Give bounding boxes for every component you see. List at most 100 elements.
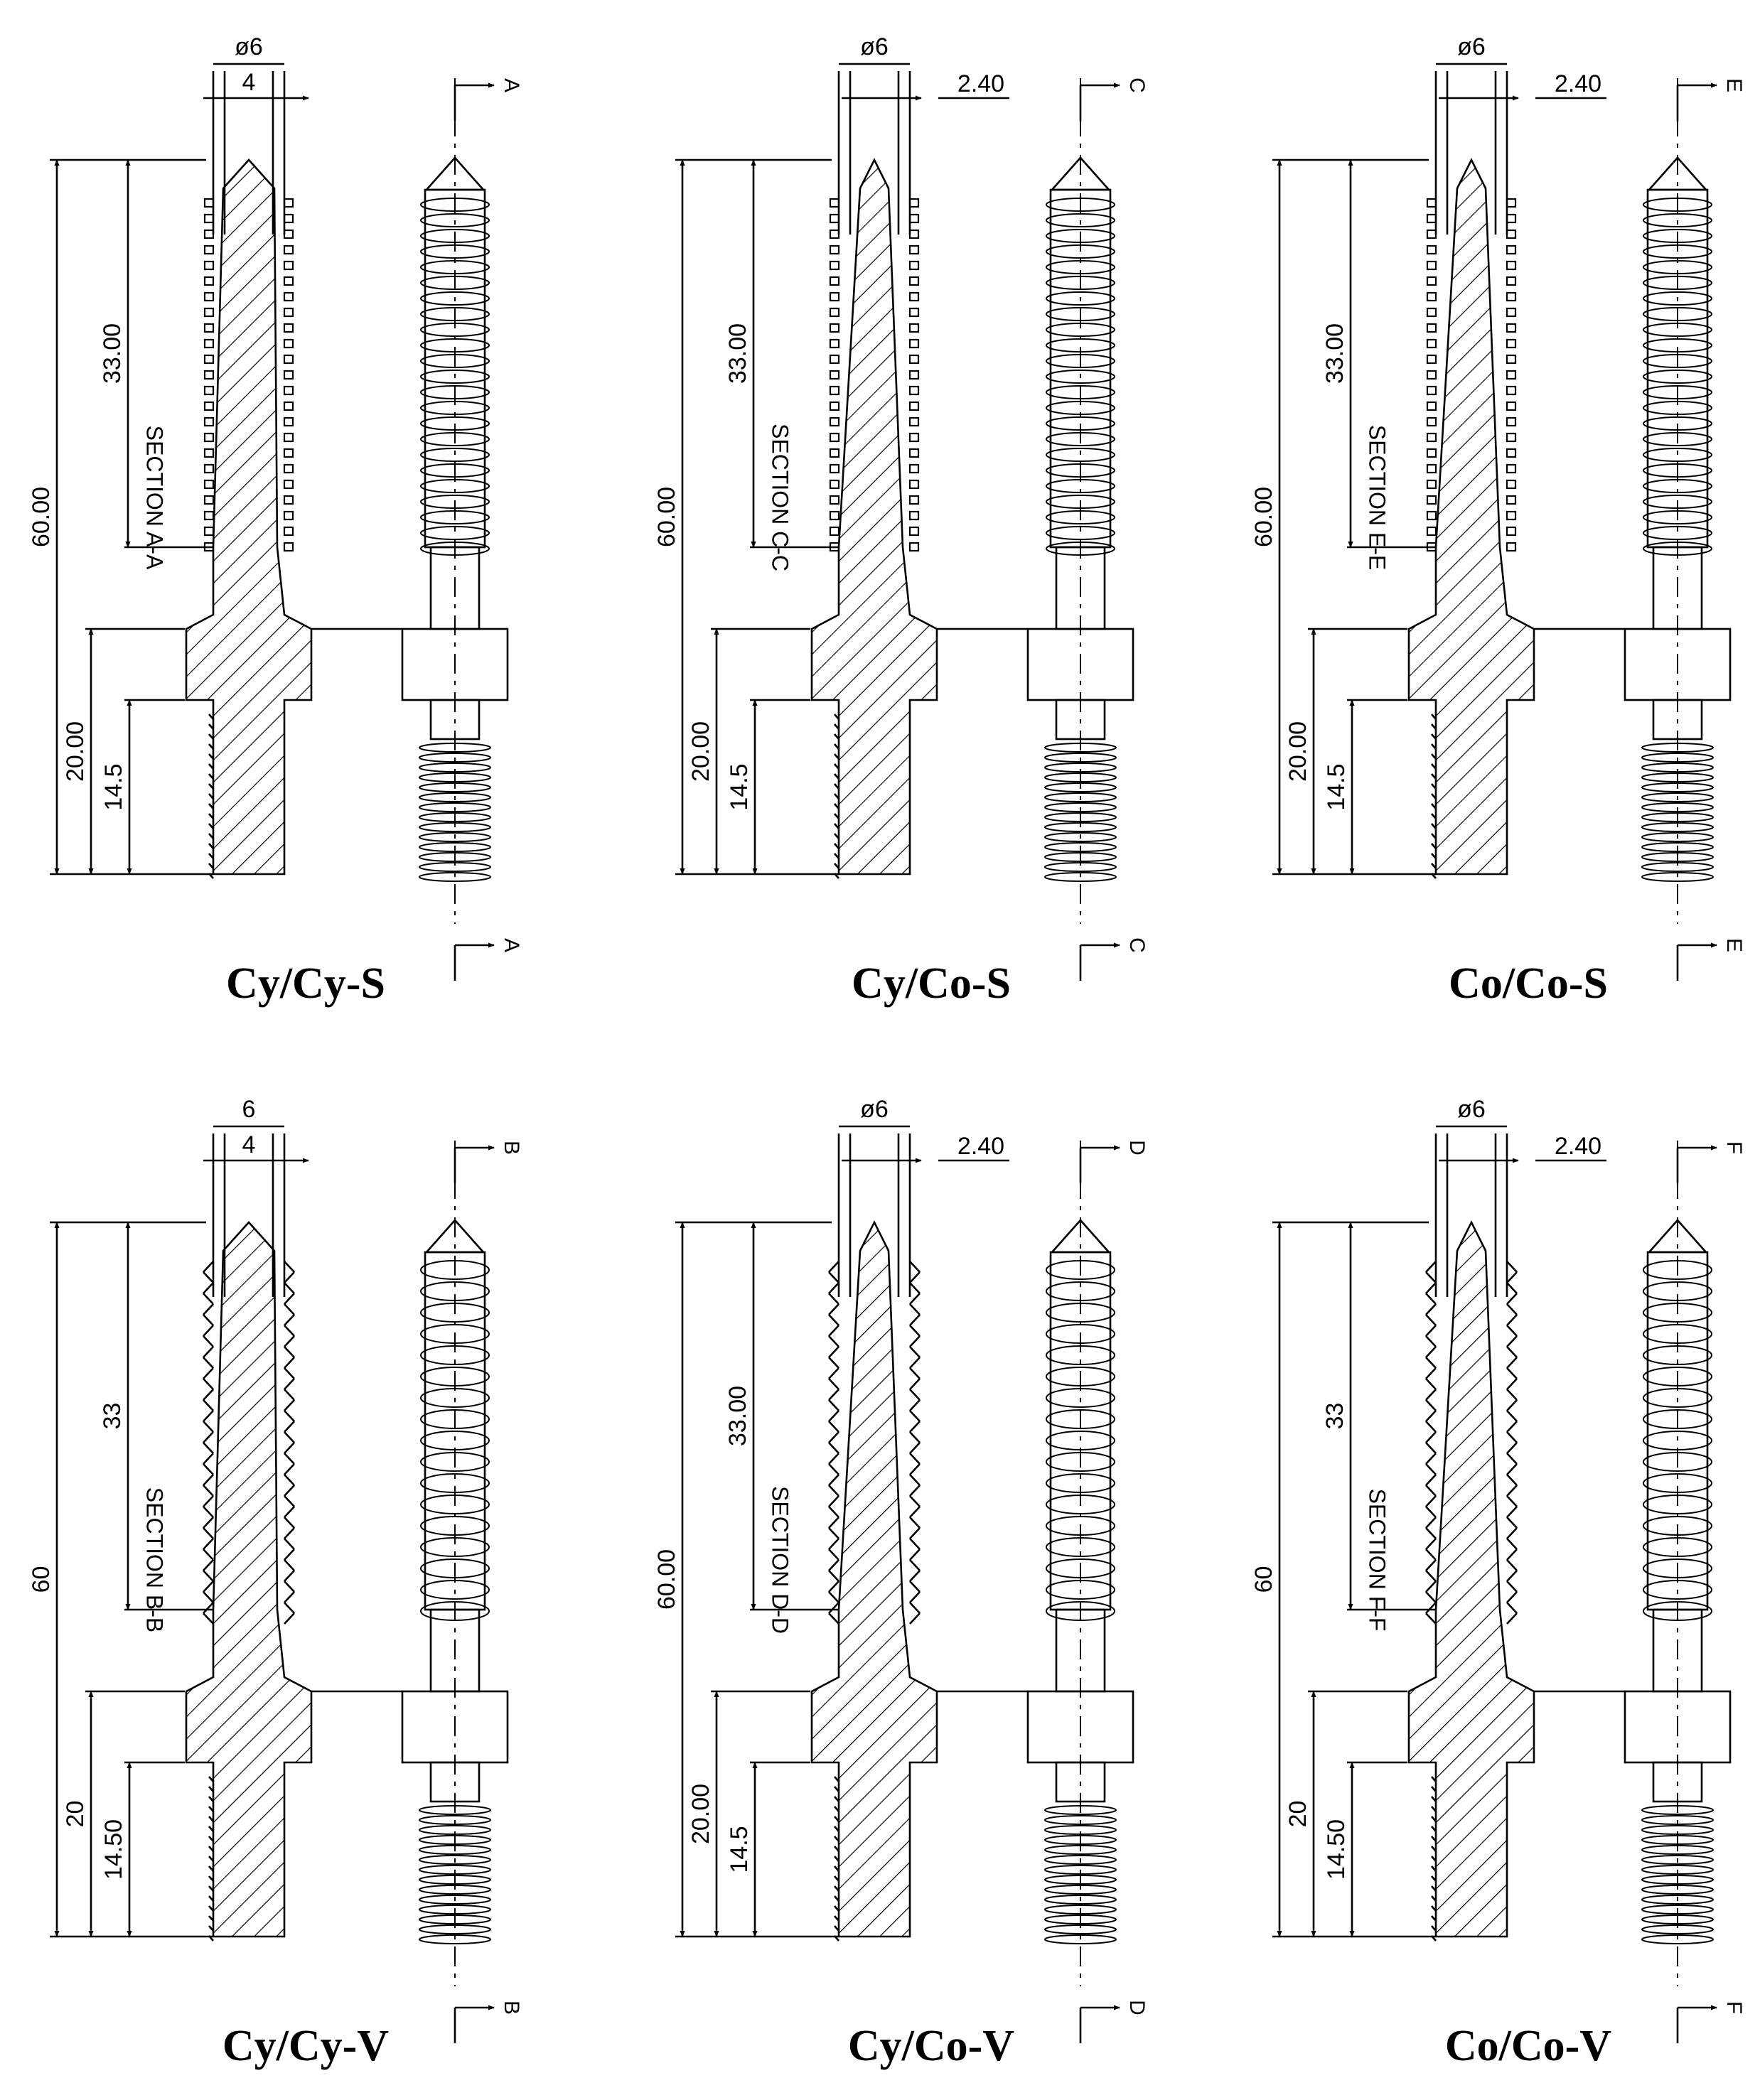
thread-tooth-right (908, 432, 920, 443)
thread-tooth-left (203, 1421, 214, 1433)
thread-tooth-right (1506, 1581, 1518, 1593)
lower-thread-mark (208, 763, 214, 770)
thread-coil (420, 1452, 490, 1472)
thread-tooth-left (203, 526, 215, 537)
thread-coil (1643, 1473, 1712, 1493)
thread-tooth-right (908, 385, 920, 396)
thread-tooth-left (203, 1495, 214, 1507)
thread-tooth-left (203, 1346, 214, 1358)
thread-tooth-left (829, 338, 840, 349)
lower-thread-mark (208, 1836, 214, 1842)
lower-thread-mark (834, 723, 839, 730)
thread-tooth-right (1506, 1399, 1518, 1411)
thread-tooth-right (284, 1612, 295, 1625)
dim-top-inner-label: 4 (242, 69, 256, 96)
thread-tooth-left (828, 1602, 839, 1614)
thread-coil (1046, 448, 1115, 462)
thread-tooth-right (284, 1335, 295, 1347)
lower-coil (419, 862, 491, 872)
lower-coil (1044, 772, 1117, 782)
lower-thread-mark (834, 1806, 839, 1812)
thread-coil (420, 542, 490, 556)
thread-tooth-left (1425, 1612, 1437, 1625)
lower-thread-mark (834, 1826, 839, 1832)
lower-thread-mark (1431, 753, 1437, 760)
thread-tooth-right (1506, 1421, 1518, 1433)
thread-tooth-right (1506, 510, 1517, 521)
external-thread-coils (1641, 198, 1714, 882)
dim-thread-length-label: 33.00 (1321, 323, 1348, 384)
thread-tooth-right (1506, 495, 1517, 505)
lower-thread-mark (208, 773, 214, 780)
thread-coil (420, 385, 490, 399)
thread-tooth-right (283, 542, 294, 552)
dim-top-outer-label: ø6 (235, 33, 263, 60)
thread-tooth-right (284, 1591, 295, 1603)
thread-coil (420, 1367, 490, 1386)
lower-coil (1044, 1825, 1117, 1835)
thread-coil (1046, 401, 1115, 415)
thread-tooth-right (283, 495, 294, 505)
thread-tooth-right (908, 260, 920, 271)
thread-tooth-right (284, 1549, 295, 1561)
section-letter-0: D (1125, 1140, 1149, 1156)
lower-coil (419, 1934, 491, 1944)
thread-coil (1046, 1345, 1115, 1365)
thread-tooth-right (284, 1378, 295, 1390)
lower-thread-mark (208, 723, 214, 730)
thread-coil (1643, 401, 1712, 415)
thread-tooth-right (284, 1410, 295, 1422)
thread-tooth-left (1426, 510, 1437, 521)
thread-coil (420, 307, 490, 321)
thread-coil (1643, 1303, 1712, 1323)
lower-thread-mark (1431, 723, 1437, 730)
thread-tooth-right (284, 1314, 295, 1326)
thread-coil (420, 370, 490, 384)
thread-tooth-right (909, 1581, 921, 1593)
thread-tooth-right (909, 1378, 921, 1390)
thread-tooth-right (283, 323, 294, 333)
lower-thread-mark (834, 773, 839, 780)
lower-thread-mark (1431, 743, 1437, 750)
thread-coil (1643, 1281, 1712, 1301)
dim-lower-inner-label: 14.5 (726, 763, 753, 810)
thread-tooth-left (828, 1314, 839, 1326)
lower-coil (1641, 1924, 1714, 1934)
thread-tooth-left (1425, 1506, 1437, 1518)
lower-coil (1044, 832, 1117, 842)
lower-thread-mark (1431, 763, 1437, 770)
thread-tooth-left (1425, 1261, 1437, 1273)
section-body (185, 1221, 313, 1938)
lower-thread-mark (1431, 783, 1437, 790)
thread-tooth-right (909, 1421, 921, 1433)
section-body (810, 1220, 938, 1938)
thread-coil (420, 1537, 490, 1557)
thread-coil (1643, 448, 1712, 462)
lower-thread-mark (1431, 1915, 1437, 1922)
lower-thread-mark (1431, 1826, 1437, 1832)
thread-tooth-left (203, 385, 215, 396)
thread-tooth-left (203, 1570, 214, 1582)
thread-tooth-left (1425, 1421, 1437, 1433)
thread-coil (1643, 479, 1712, 493)
thread-tooth-left (1425, 1474, 1437, 1486)
thread-coil (1643, 198, 1712, 212)
thread-tooth-right (284, 1442, 295, 1454)
section-body (1407, 1220, 1535, 1938)
thread-tooth-left (828, 1282, 839, 1294)
section-letter-1: A (500, 938, 523, 952)
lower-thread-mark (208, 823, 214, 829)
thread-tooth-right (1506, 276, 1517, 286)
dim-lower-inner-label: 14.50 (1323, 1819, 1350, 1880)
thread-tooth-right (909, 1602, 921, 1614)
thread-tooth-left (203, 1463, 214, 1475)
thread-coil (1046, 1516, 1115, 1536)
thread-coil (1643, 1601, 1712, 1621)
thread-tooth-right (283, 307, 294, 318)
thread-tooth-left (829, 401, 840, 411)
thread-coil (1046, 1260, 1115, 1280)
lower-coil (419, 822, 491, 832)
lower-coil (419, 872, 491, 882)
thread-coil (1643, 1537, 1712, 1557)
thread-tooth-right (284, 1389, 295, 1401)
